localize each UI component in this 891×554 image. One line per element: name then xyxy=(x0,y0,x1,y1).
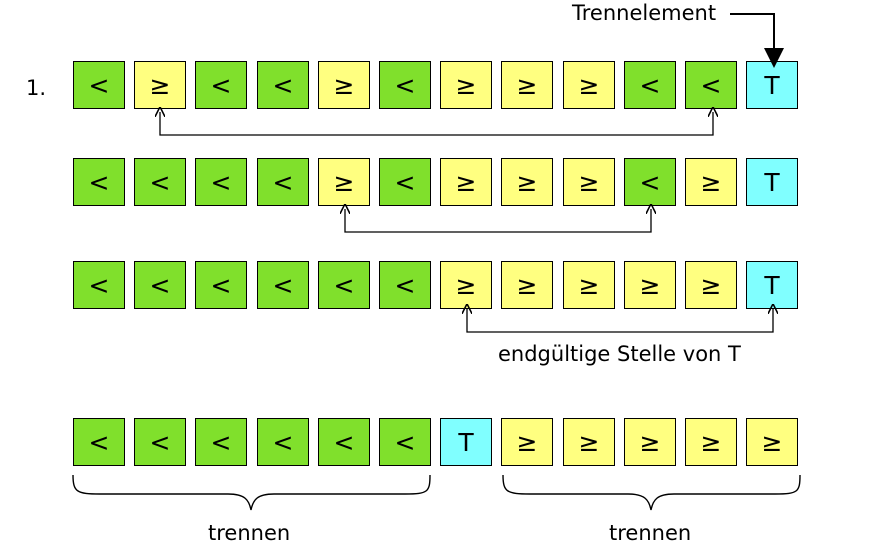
less-than-cell: < xyxy=(134,158,186,206)
greater-equal-cell: ≥ xyxy=(134,61,186,109)
less-than-cell: < xyxy=(379,418,431,466)
swap-arrow-1 xyxy=(160,112,713,136)
less-than-cell: < xyxy=(195,418,247,466)
less-than-cell: < xyxy=(379,261,431,309)
greater-equal-cell: ≥ xyxy=(563,261,615,309)
less-than-cell: < xyxy=(318,261,370,309)
greater-equal-cell: ≥ xyxy=(563,61,615,109)
step-number: 1. xyxy=(26,76,47,100)
less-than-cell: < xyxy=(257,158,309,206)
less-than-cell: < xyxy=(134,261,186,309)
greater-equal-cell: ≥ xyxy=(563,418,615,466)
split-label-right: trennen xyxy=(609,521,692,545)
less-than-cell: < xyxy=(73,158,125,206)
less-than-cell: < xyxy=(624,61,676,109)
greater-equal-cell: ≥ xyxy=(440,61,492,109)
greater-equal-cell: ≥ xyxy=(318,61,370,109)
less-than-cell: < xyxy=(379,158,431,206)
less-than-cell: < xyxy=(257,261,309,309)
greater-equal-cell: ≥ xyxy=(440,261,492,309)
swap-arrow-3 xyxy=(467,309,773,333)
less-than-cell: < xyxy=(195,261,247,309)
pivot-cell: T xyxy=(440,418,492,466)
greater-equal-cell: ≥ xyxy=(624,261,676,309)
less-than-cell: < xyxy=(73,61,125,109)
final-position-label: endgültige Stelle von T xyxy=(498,342,741,366)
less-than-cell: < xyxy=(685,61,737,109)
greater-equal-cell: ≥ xyxy=(685,418,737,466)
split-label-left: trennen xyxy=(208,521,291,545)
less-than-cell: < xyxy=(257,61,309,109)
pivot-pointer-arrow xyxy=(730,13,784,68)
greater-equal-cell: ≥ xyxy=(440,158,492,206)
pivot-cell: T xyxy=(746,61,798,109)
less-than-cell: < xyxy=(134,418,186,466)
less-than-cell: < xyxy=(379,61,431,109)
pivot-cell: T xyxy=(746,158,798,206)
less-than-cell: < xyxy=(257,418,309,466)
greater-equal-cell: ≥ xyxy=(746,418,798,466)
brace-left xyxy=(72,474,431,511)
swap-arrow-2 xyxy=(345,209,651,233)
greater-equal-cell: ≥ xyxy=(624,418,676,466)
greater-equal-cell: ≥ xyxy=(685,158,737,206)
less-than-cell: < xyxy=(73,418,125,466)
less-than-cell: < xyxy=(195,61,247,109)
greater-equal-cell: ≥ xyxy=(501,418,553,466)
brace-right xyxy=(502,474,801,511)
greater-equal-cell: ≥ xyxy=(685,261,737,309)
less-than-cell: < xyxy=(195,158,247,206)
greater-equal-cell: ≥ xyxy=(501,261,553,309)
less-than-cell: < xyxy=(73,261,125,309)
less-than-cell: < xyxy=(318,418,370,466)
greater-equal-cell: ≥ xyxy=(563,158,615,206)
pivot-cell: T xyxy=(746,261,798,309)
pivot-label: Trennelement xyxy=(572,1,717,25)
